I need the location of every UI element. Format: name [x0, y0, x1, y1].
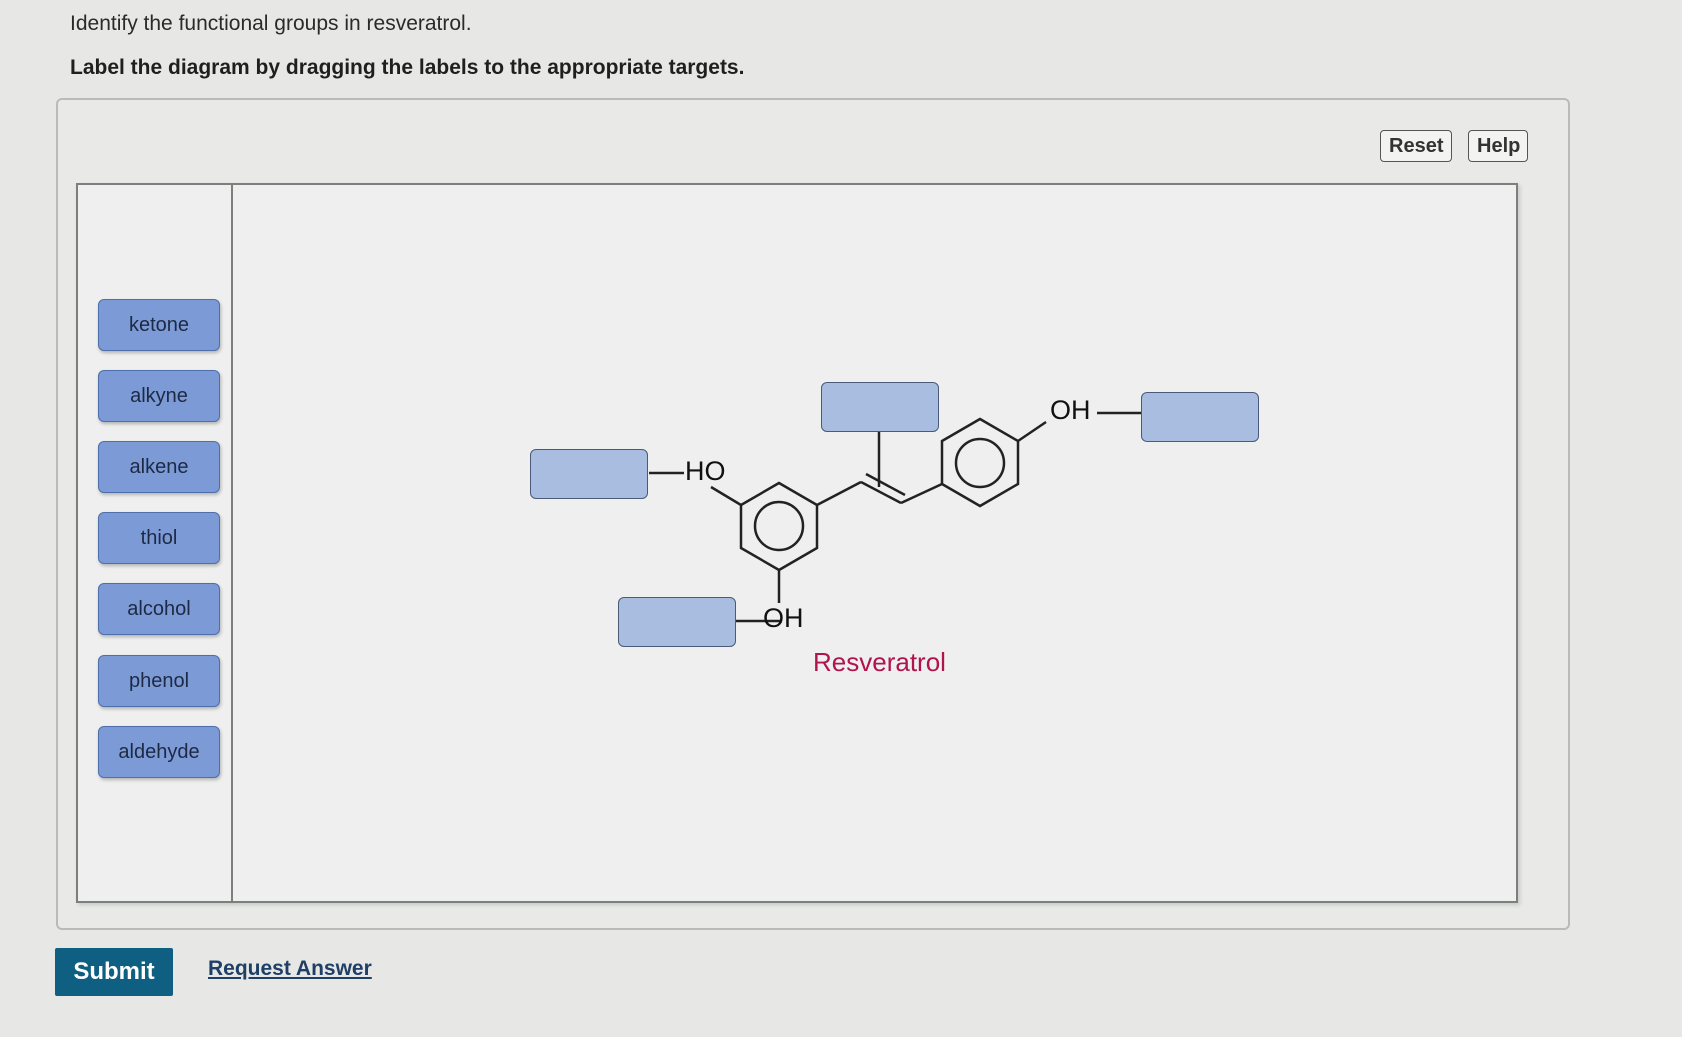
- request-answer-link[interactable]: Request Answer: [208, 957, 372, 980]
- bottom-oh-group-label: OH: [763, 603, 804, 633]
- label-ketone[interactable]: ketone: [98, 299, 220, 351]
- label-alkene[interactable]: alkene: [98, 441, 220, 493]
- molecule-diagram: HO OH OH Resveratrol: [233, 185, 1516, 901]
- right-benzene-ring: [940, 417, 1020, 508]
- ho-bond: [710, 485, 742, 507]
- vinyl-bond-1: [816, 480, 862, 507]
- right-oh-group-label: OH: [1050, 395, 1091, 425]
- left-benzene-ring: [739, 481, 819, 572]
- molecule-name: Resveratrol: [813, 647, 946, 677]
- drop-target-left[interactable]: [530, 449, 648, 499]
- ho-group-label: HO: [685, 456, 726, 486]
- drop-target-top[interactable]: [821, 382, 939, 432]
- alkene-double-bond-second-line: [865, 472, 906, 497]
- label-alcohol[interactable]: alcohol: [98, 583, 220, 635]
- label-thiol[interactable]: thiol: [98, 512, 220, 564]
- vinyl-bond-2: [900, 482, 943, 505]
- right-ring-aromatic-circle: [954, 437, 1006, 489]
- submit-button[interactable]: Submit: [55, 948, 173, 996]
- drop-target-bottom[interactable]: [618, 597, 736, 647]
- label-aldehyde[interactable]: aldehyde: [98, 726, 220, 778]
- resveratrol-structure: [649, 411, 1141, 623]
- help-button[interactable]: Help: [1468, 130, 1528, 162]
- reset-button[interactable]: Reset: [1380, 130, 1452, 162]
- label-phenol[interactable]: phenol: [98, 655, 220, 707]
- right-oh-bond: [1017, 420, 1047, 443]
- drop-target-right[interactable]: [1141, 392, 1259, 442]
- question-instruction: Label the diagram by dragging the labels…: [70, 56, 745, 79]
- label-bank: ketone alkyne alkene thiol alcohol pheno…: [78, 185, 233, 901]
- alkene-double-bond: [860, 480, 902, 505]
- label-alkyne[interactable]: alkyne: [98, 370, 220, 422]
- question-prompt: Identify the functional groups in resver…: [70, 12, 472, 35]
- labeling-workspace: ketone alkyne alkene thiol alcohol pheno…: [76, 183, 1518, 903]
- left-ring-aromatic-circle: [753, 500, 805, 552]
